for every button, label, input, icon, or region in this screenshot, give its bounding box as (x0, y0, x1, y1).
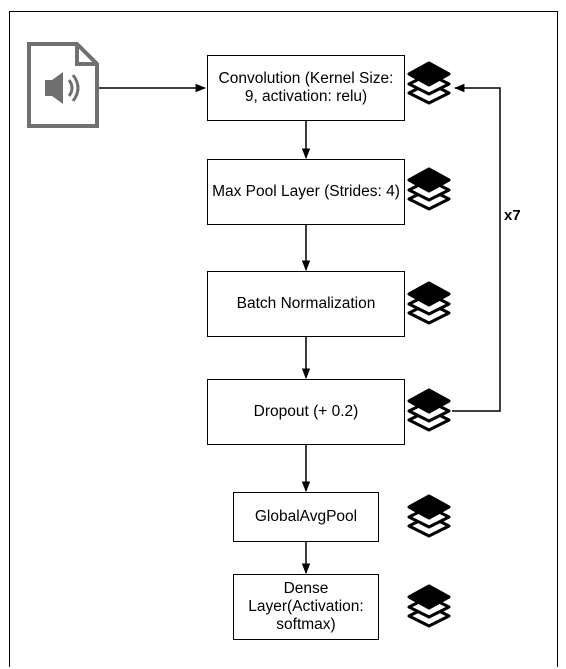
layers-stack-icon (406, 166, 452, 217)
node-dropout: Dropout (+ 0.2) (207, 379, 405, 445)
node-dropout-label: Dropout (+ 0.2) (253, 403, 359, 420)
audio-file-icon (27, 42, 99, 128)
node-dense-layer-label: Dense Layer(Activation: softmax) (248, 580, 364, 633)
layers-stack-icon (406, 60, 452, 111)
layers-stack-icon (406, 387, 452, 438)
speaker-icon (45, 80, 52, 96)
diagram-frame (9, 11, 558, 667)
loop-count-label: x7 (504, 207, 521, 224)
node-convolution: Convolution (Kernel Size: 9, activation:… (207, 55, 405, 121)
loop-back-arrow (452, 83, 501, 412)
node-global-avg-pool: GlobalAvgPool (233, 492, 379, 542)
node-max-pool-layer-label: Max Pool Layer (Strides: 4) (212, 183, 400, 200)
node-global-avg-pool-label: GlobalAvgPool (254, 508, 358, 525)
node-batch-normalization: Batch Normalization (207, 271, 405, 337)
node-convolution-label: Convolution (Kernel Size: 9, activation:… (218, 70, 394, 105)
node-dense-layer: Dense Layer(Activation: softmax) (233, 574, 379, 640)
layers-stack-icon (406, 280, 452, 331)
layers-stack-icon (406, 583, 452, 634)
layers-stack-icon (406, 493, 452, 544)
node-max-pool-layer: Max Pool Layer (Strides: 4) (207, 159, 405, 225)
node-batch-normalization-label: Batch Normalization (236, 295, 376, 312)
